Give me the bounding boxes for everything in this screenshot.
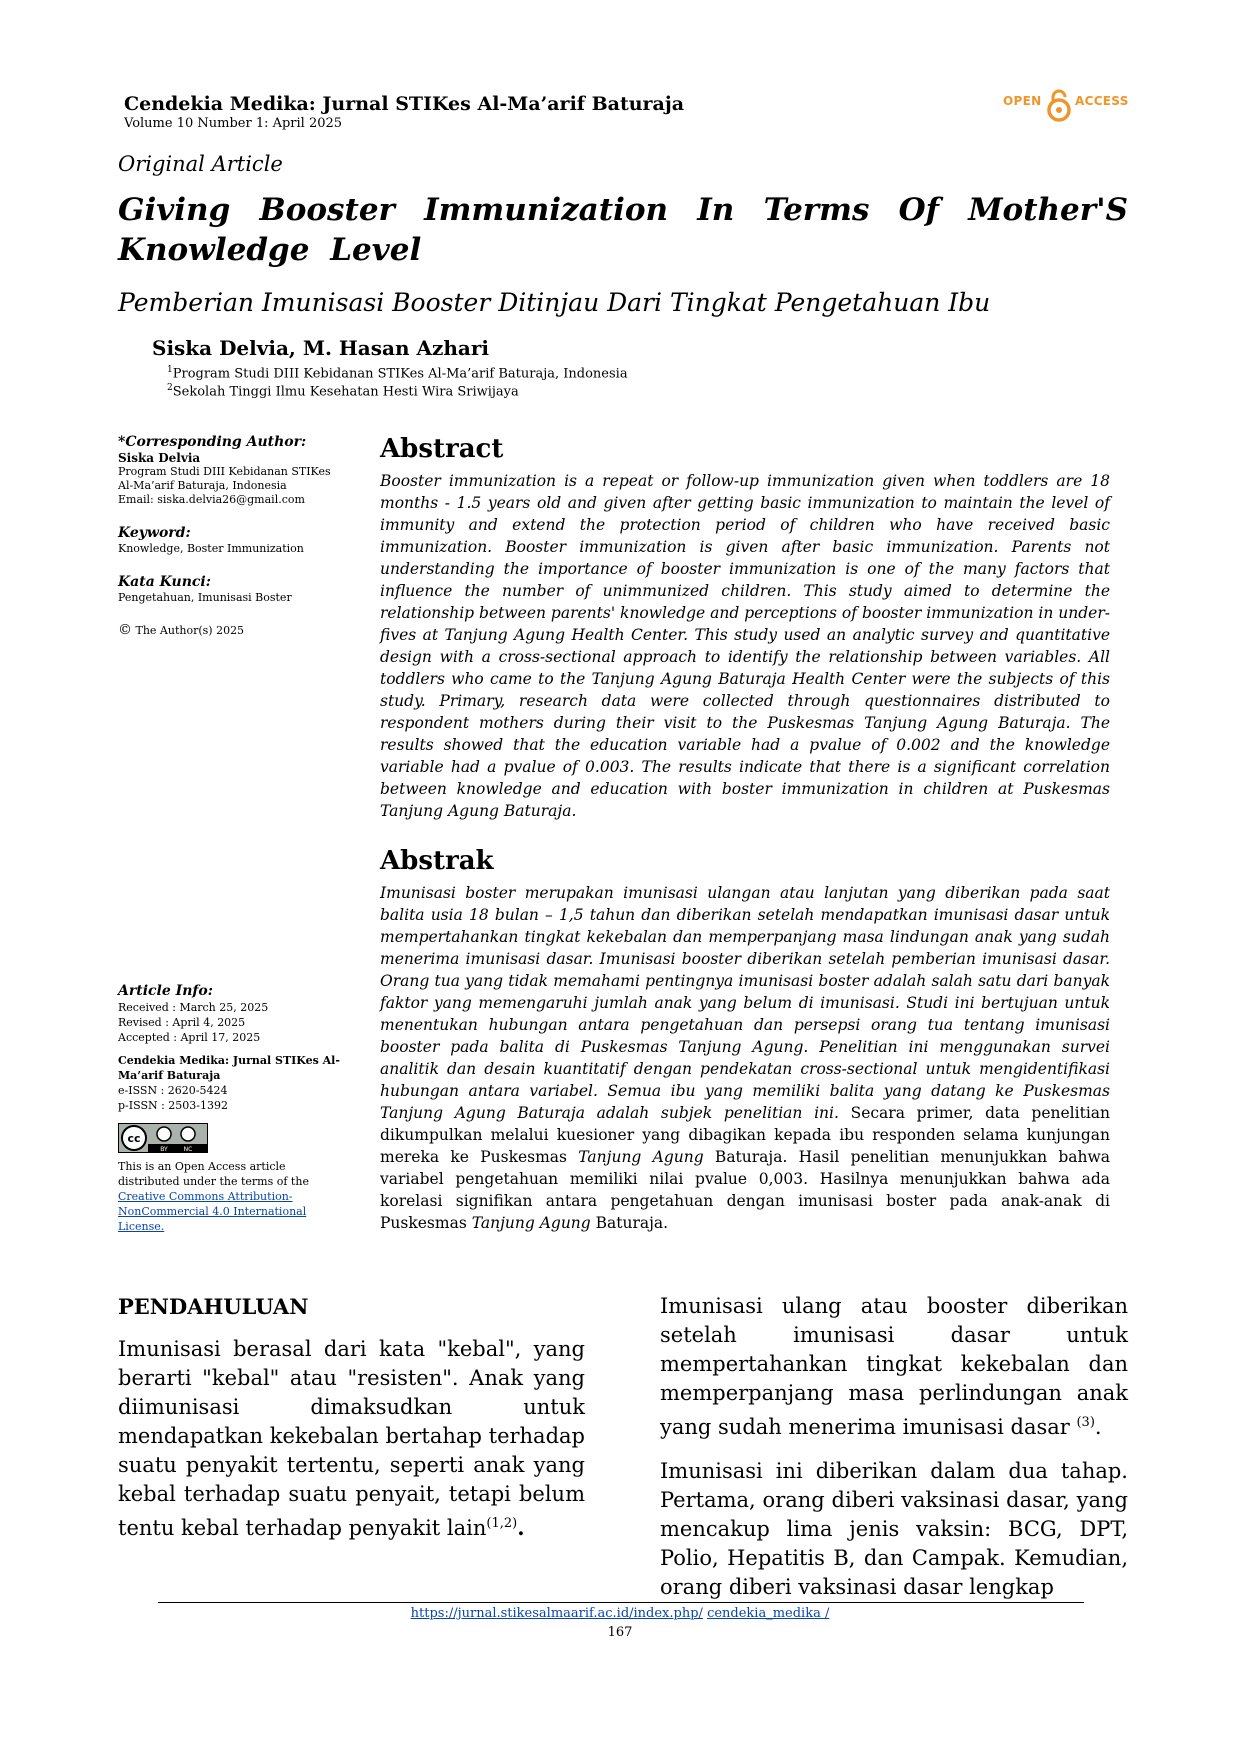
open-access-logo: OPEN ACCESS — [1003, 88, 1128, 124]
corresponding-name: Siska Delvia — [118, 451, 201, 465]
section-heading-pendahuluan: PENDAHULUAN — [118, 1294, 309, 1319]
kata-kunci-label: Kata Kunci: — [118, 574, 211, 590]
abstrak-heading: Abstrak — [380, 846, 494, 876]
page-number: 167 — [607, 1625, 633, 1640]
article-subtitle: Pemberian Imunisasi Booster Ditinjau Dar… — [118, 288, 991, 317]
body-left-column: PENDAHULUAN Imunisasi berasal dari kata … — [118, 1292, 585, 1558]
volume-info: Volume 10 Number 1: April 2025 — [124, 116, 343, 131]
footer-url: https://jurnal.stikesalmaarif.ac.id/inde… — [0, 1606, 1240, 1621]
abstrak-text: Imunisasi boster merupakan imunisasi ula… — [380, 884, 1111, 1232]
revised-date: Revised : April 4, 2025 — [118, 1016, 246, 1029]
paragraph-intro: Imunisasi berasal dari kata "kebal", yan… — [118, 1337, 585, 1540]
journal-title: Cendekia Medika: Jurnal STIKes Al-Ma’ari… — [124, 93, 685, 115]
eissn: e-ISSN : 2620-5424 — [118, 1084, 228, 1097]
article-info-label: Article Info: — [118, 983, 213, 999]
article-info: Article Info: Received : March 25, 2025 … — [118, 983, 346, 1234]
journal-url-link[interactable]: https://jurnal.stikesalmaarif.ac.id/inde… — [410, 1606, 703, 1621]
license-link[interactable]: Creative Commons Attribution-NonCommerci… — [118, 1190, 307, 1233]
paragraph-booster: Imunisasi ulang atau booster diberikan s… — [660, 1294, 1128, 1439]
keyword-label: Keyword: — [118, 525, 191, 541]
affiliation-1: 1Program Studi DIII Kebidanan STIKes Al-… — [167, 365, 628, 382]
footer-divider — [158, 1602, 1084, 1603]
open-access-left-text: OPEN — [1003, 94, 1042, 108]
journal-section-link[interactable]: cendekia_medika / — [707, 1606, 830, 1621]
received-date: Received : March 25, 2025 — [118, 1001, 269, 1014]
copyright: © The Author(s) 2025 — [118, 622, 245, 638]
open-access-right-text: ACCESS — [1075, 94, 1129, 108]
authors: Siska Delvia, M. Hasan Azhari — [152, 336, 490, 360]
corresponding-label: *Corresponding Author: — [118, 434, 307, 450]
article-title: Giving Booster Immunization In Terms Of … — [118, 192, 1128, 268]
svg-text:BY: BY — [160, 1146, 168, 1153]
corresponding-email: Email: siska.delvia26@gmail.com — [118, 493, 305, 506]
copyright-icon: © — [118, 622, 132, 638]
keywords: Knowledge, Boster Immunization — [118, 542, 304, 555]
info-journal-name: Cendekia Medika: Jurnal STIKes Al-Ma’ari… — [118, 1054, 340, 1082]
sidebar: *Corresponding Author: Siska Delvia Prog… — [118, 434, 346, 638]
accepted-date: Accepted : April 17, 2025 — [118, 1031, 261, 1044]
license-text: This is an Open Access article distribut… — [118, 1160, 309, 1233]
abstract-heading: Abstract — [380, 434, 504, 464]
paragraph-stages: Imunisasi ini diberikan dalam dua tahap.… — [660, 1459, 1128, 1599]
article-type: Original Article — [118, 152, 283, 176]
open-lock-icon — [1047, 89, 1071, 122]
corresponding-affiliation: Program Studi DIII Kebidanan STIKes Al-M… — [118, 465, 331, 492]
pissn: p-ISSN : 2503-1392 — [118, 1099, 229, 1112]
svg-text:cc: cc — [127, 1132, 140, 1145]
kata-kunci: Pengetahuan, Imunisasi Boster — [118, 591, 292, 604]
cc-by-nc-license-icon[interactable]: cc BY NC — [118, 1123, 208, 1153]
body-right-column: Imunisasi ulang atau booster diberikan s… — [660, 1292, 1128, 1617]
svg-text:NC: NC — [184, 1146, 193, 1153]
affiliation-2: 2Sekolah Tinggi Ilmu Kesehatan Hesti Wir… — [167, 383, 519, 400]
abstract-text: Booster immunization is a repeat or foll… — [380, 472, 1110, 820]
